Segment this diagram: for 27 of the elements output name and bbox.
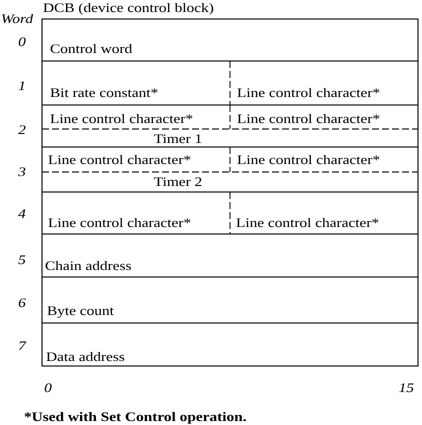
word-number: 6 (18, 298, 26, 308)
field-label: Line control character* (237, 88, 380, 98)
field-label: Data address (46, 352, 124, 362)
title: DCB (device control block) (43, 2, 214, 15)
word-number: 5 (18, 255, 26, 264)
field-label: Line control character* (237, 154, 380, 164)
word-number: 1 (18, 81, 24, 90)
word-number: 3 (18, 167, 26, 176)
field-label: Chain address (46, 260, 131, 270)
axis-label: Word (2, 14, 34, 24)
field-label: Control word (50, 44, 132, 54)
field-label: Timer 1 (154, 134, 202, 144)
field-label: Line control character* (48, 154, 190, 164)
field-label: Line control character* (237, 114, 380, 124)
bit-number: 0 (44, 383, 52, 392)
word-number: 7 (19, 341, 26, 350)
field-label: Line control character* (236, 218, 378, 228)
footnote: *Used with Set Control operation. (24, 412, 246, 424)
field-label: Timer 2 (154, 177, 202, 186)
bit-number: 15 (399, 383, 414, 392)
word-number: 2 (18, 125, 26, 134)
word-number: 4 (18, 209, 26, 218)
field-label: Line control character* (50, 114, 192, 124)
field-label: Line control character* (48, 218, 190, 228)
field-label: Byte count (47, 306, 114, 318)
field-label: Bit rate constant* (50, 88, 158, 98)
word-number: 0 (18, 37, 26, 46)
